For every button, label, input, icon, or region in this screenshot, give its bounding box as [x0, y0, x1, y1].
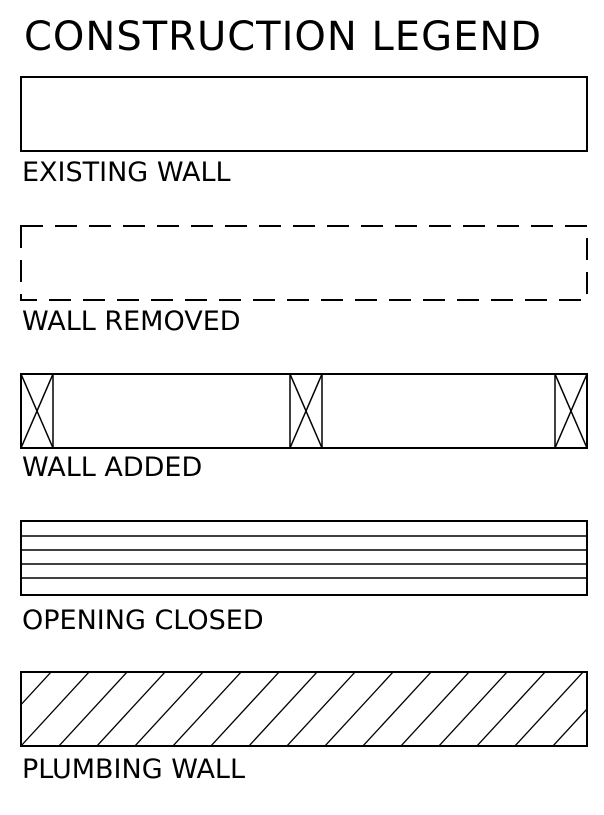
legend-item-wall-added: WALL ADDED: [20, 373, 590, 483]
opening-closed-outline: [20, 520, 588, 596]
stud-left: [20, 373, 54, 449]
plumbing-wall-swatch: [20, 671, 588, 747]
wall-removed-swatch: [20, 225, 588, 301]
wall-removed-label: WALL REMOVED: [22, 306, 241, 337]
legend-item-plumbing-wall: PLUMBING WALL: [20, 671, 590, 785]
wall-added-outline: [20, 373, 588, 449]
plumbing-wall-hatch: [21, 672, 587, 746]
wall-added-label: WALL ADDED: [22, 452, 203, 483]
stud-right: [554, 373, 588, 449]
plumbing-wall-label: PLUMBING WALL: [22, 754, 246, 785]
legend-item-opening-closed: OPENING CLOSED: [20, 520, 590, 636]
opening-closed-swatch: [20, 520, 588, 596]
existing-wall-swatch: [20, 76, 588, 152]
opening-closed-lines: [21, 535, 587, 579]
legend-item-existing-wall: EXISTING WALL: [20, 76, 590, 188]
legend-item-wall-removed: WALL REMOVED: [20, 225, 590, 337]
wall-added-swatch: [20, 373, 588, 449]
opening-closed-label: OPENING CLOSED: [22, 605, 264, 636]
wall-removed-dashed-outline: [20, 225, 588, 301]
stud-middle: [289, 373, 323, 449]
plumbing-wall-outline: [20, 671, 588, 747]
legend-title: CONSTRUCTION LEGEND: [24, 14, 543, 60]
existing-wall-outline: [20, 76, 588, 152]
existing-wall-label: EXISTING WALL: [22, 157, 231, 188]
